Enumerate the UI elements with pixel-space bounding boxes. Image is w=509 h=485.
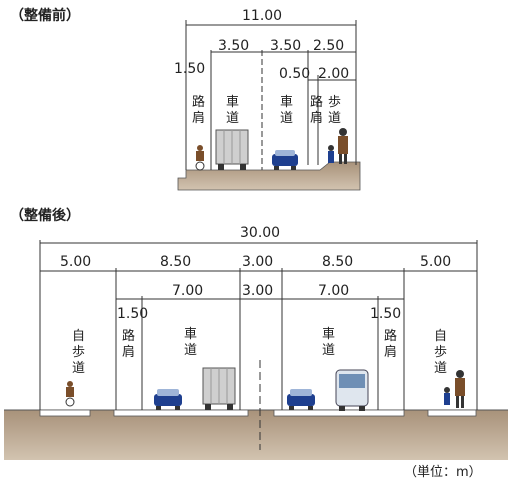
after-child-icon — [444, 387, 450, 405]
before-ground — [177, 161, 361, 191]
before-cyclist-icon — [195, 145, 205, 171]
before-label-roadway-left-1: 車 — [226, 95, 239, 110]
before-dim-roadway-right: 3.50 — [270, 38, 301, 54]
before-label-shoulder-right-1: 路 — [310, 94, 323, 110]
after-label-shoulder-right-2: 肩 — [384, 344, 397, 360]
before-label-sidewalk-1: 歩 — [328, 95, 341, 110]
before-adult-icon — [338, 128, 348, 164]
before-dim-roadway-left: 3.50 — [218, 38, 249, 54]
after-extension-lines — [39, 240, 478, 450]
after-dim-roadway-left: 7.00 — [172, 283, 203, 299]
after-dim-shoulder-right: 1.50 — [370, 306, 401, 322]
before-label-shoulder-left-2: 肩 — [192, 110, 205, 126]
before-dim-shoulder-right: 0.50 — [279, 66, 310, 82]
after-dim-left-zone: 5.00 — [60, 254, 91, 270]
before-dim-sidewalk-total: 2.50 — [313, 38, 344, 54]
after-dim-left-carriageway: 8.50 — [160, 254, 191, 270]
after-label-shoulder-left-2: 肩 — [122, 344, 135, 360]
after-dim-right-zone: 5.00 — [420, 254, 451, 270]
after-truck-icon — [202, 367, 236, 410]
before-extension-lines — [185, 20, 357, 170]
after-label-bike-sidewalk-right-3: 道 — [434, 361, 447, 376]
after-label-bike-sidewalk-left-2: 歩 — [72, 345, 85, 360]
before-label-sidewalk-2: 道 — [328, 111, 341, 126]
after-header: （整備後） — [10, 207, 80, 224]
before-label-shoulder-left-1: 路 — [192, 94, 205, 110]
after-label-roadway-left-1: 車 — [184, 327, 197, 342]
after-car-right-icon — [287, 389, 315, 410]
after-cyclist-icon — [65, 381, 75, 407]
after-label-roadway-right-1: 車 — [322, 327, 335, 342]
before-label-shoulder-right-2: 肩 — [310, 110, 323, 126]
before-dim-shoulder-left: 1.50 — [174, 61, 205, 77]
after-label-shoulder-left-1: 路 — [122, 328, 135, 344]
after-dim-median: 3.00 — [242, 254, 273, 270]
after-label-roadway-right-2: 道 — [322, 343, 335, 358]
after-label-bike-sidewalk-right-1: 自 — [434, 329, 447, 344]
before-label-roadway-left-2: 道 — [226, 111, 239, 126]
after-car-left-icon — [154, 389, 182, 410]
after-dim-median-inner: 3.00 — [242, 283, 273, 299]
after-label-roadway-left-2: 道 — [184, 343, 197, 358]
before-child-icon — [328, 145, 334, 163]
after-curbs — [39, 409, 477, 417]
after-adult-icon — [455, 370, 465, 408]
after-dim-right-carriageway: 8.50 — [322, 254, 353, 270]
after-dim-shoulder-left: 1.50 — [117, 306, 148, 322]
after-dimension-lines — [40, 242, 477, 300]
before-label-roadway-right-1: 車 — [280, 95, 293, 110]
after-bus-icon — [335, 369, 369, 411]
before-truck-icon — [215, 129, 249, 170]
before-header: （整備前） — [10, 7, 80, 24]
before-dimension-lines — [186, 24, 356, 81]
after-label-bike-sidewalk-left-3: 道 — [72, 361, 85, 376]
after-dim-roadway-right: 7.00 — [318, 283, 349, 299]
after-total-dim: 30.00 — [240, 225, 280, 241]
before-car-icon — [272, 150, 298, 170]
after-label-bike-sidewalk-right-2: 歩 — [434, 345, 447, 360]
before-label-roadway-right-2: 道 — [280, 111, 293, 126]
unit-note: （単位：m） — [404, 464, 482, 480]
after-label-bike-sidewalk-left-1: 自 — [72, 329, 85, 344]
after-label-shoulder-right-1: 路 — [384, 328, 397, 344]
after-ground — [4, 410, 508, 460]
before-dim-sidewalk: 2.00 — [318, 66, 349, 82]
before-total-dim: 11.00 — [242, 8, 282, 24]
